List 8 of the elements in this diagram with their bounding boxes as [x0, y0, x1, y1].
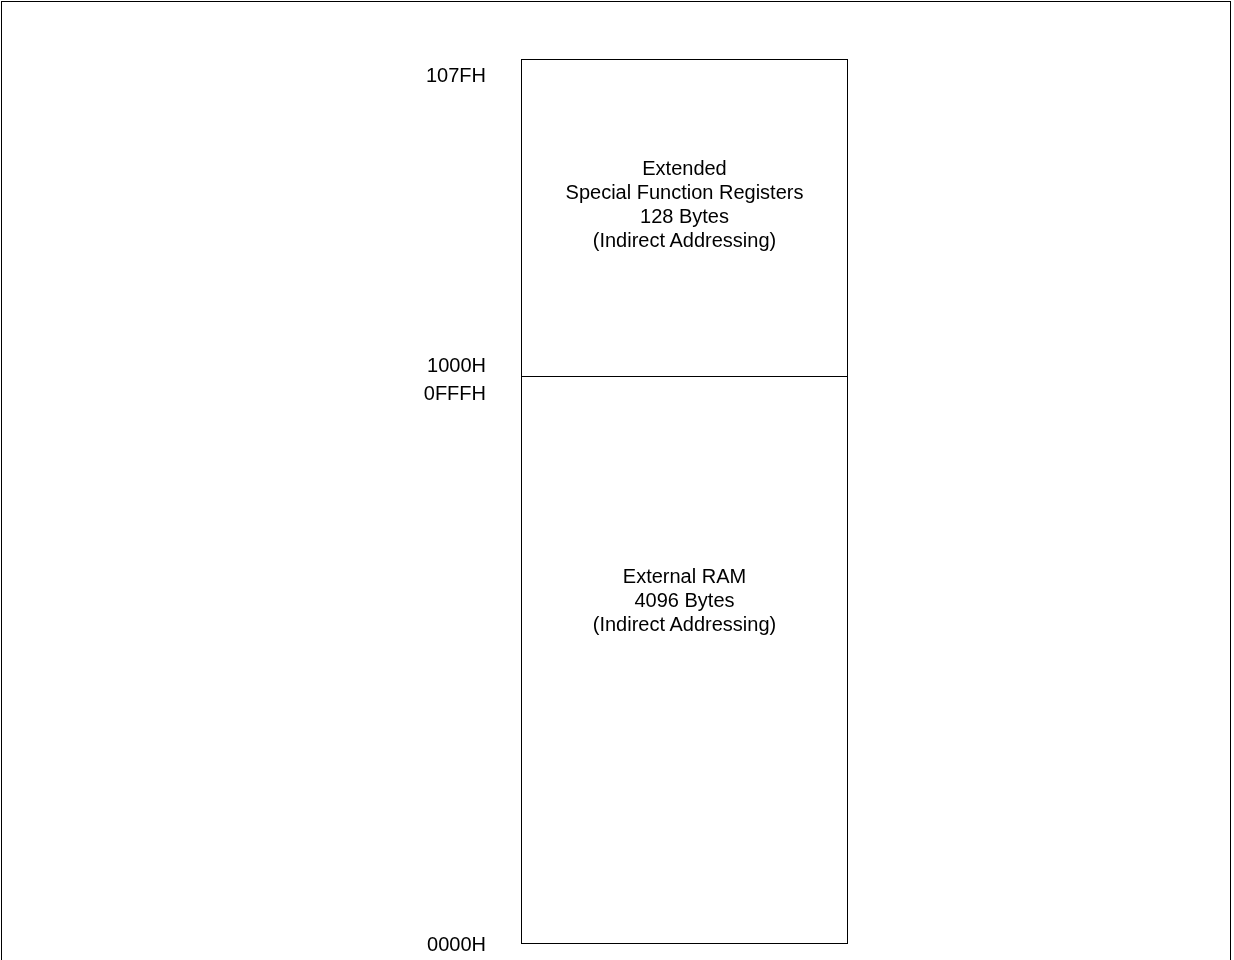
address-label: 0000H [426, 932, 486, 956]
region-label: External RAM 4096 Bytes (Indirect Addressing) [592, 564, 777, 636]
address-label: 0FFFH [422, 381, 486, 405]
memory-region-box [521, 376, 848, 944]
region-label: Extended Special Function Registers 128 Bytes (Indirect Addressing) [565, 156, 804, 252]
address-label: 1000H [426, 353, 486, 377]
address-label: 107FH [424, 63, 486, 87]
memory-region-box [521, 59, 848, 377]
